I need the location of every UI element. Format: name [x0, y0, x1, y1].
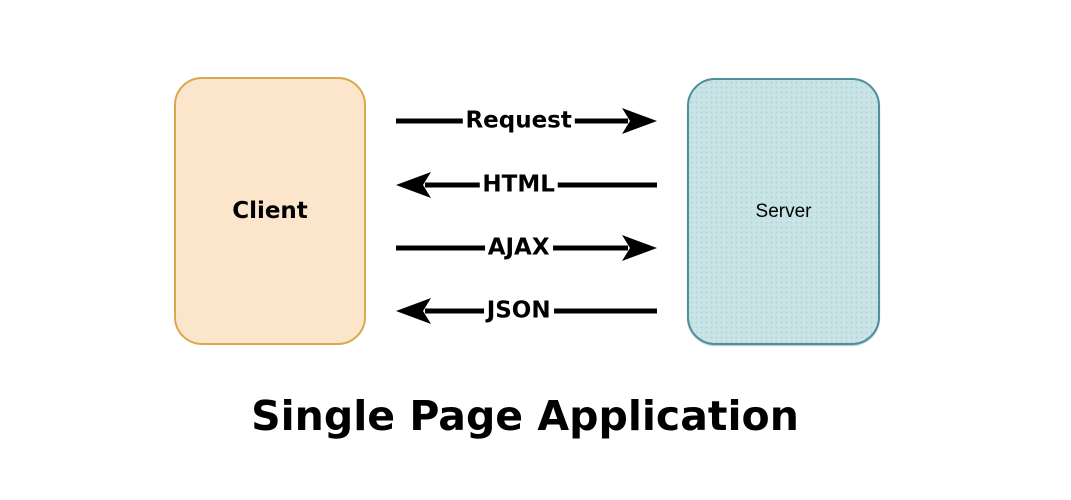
arrow-html: HTML: [396, 172, 657, 198]
arrow-label-json: JSON: [483, 299, 554, 323]
arrowhead-left-icon: [396, 172, 431, 198]
arrow-ajax: AJAX: [396, 235, 657, 261]
arrow-label-request: Request: [462, 109, 575, 133]
arrow-label-ajax: AJAX: [484, 236, 553, 260]
client-node-label: Client: [232, 198, 308, 224]
client-node: Client: [174, 77, 366, 345]
arrow-json: JSON: [396, 298, 657, 324]
arrowhead-left-icon: [396, 298, 431, 324]
arrow-label-html: HTML: [479, 173, 558, 197]
arrow-request: Request: [396, 108, 657, 134]
server-node: Server: [687, 78, 880, 345]
arrowhead-right-icon: [622, 235, 657, 261]
server-node-label: Server: [755, 200, 812, 222]
diagram-title: Single Page Application: [251, 392, 799, 440]
arrowhead-right-icon: [622, 108, 657, 134]
